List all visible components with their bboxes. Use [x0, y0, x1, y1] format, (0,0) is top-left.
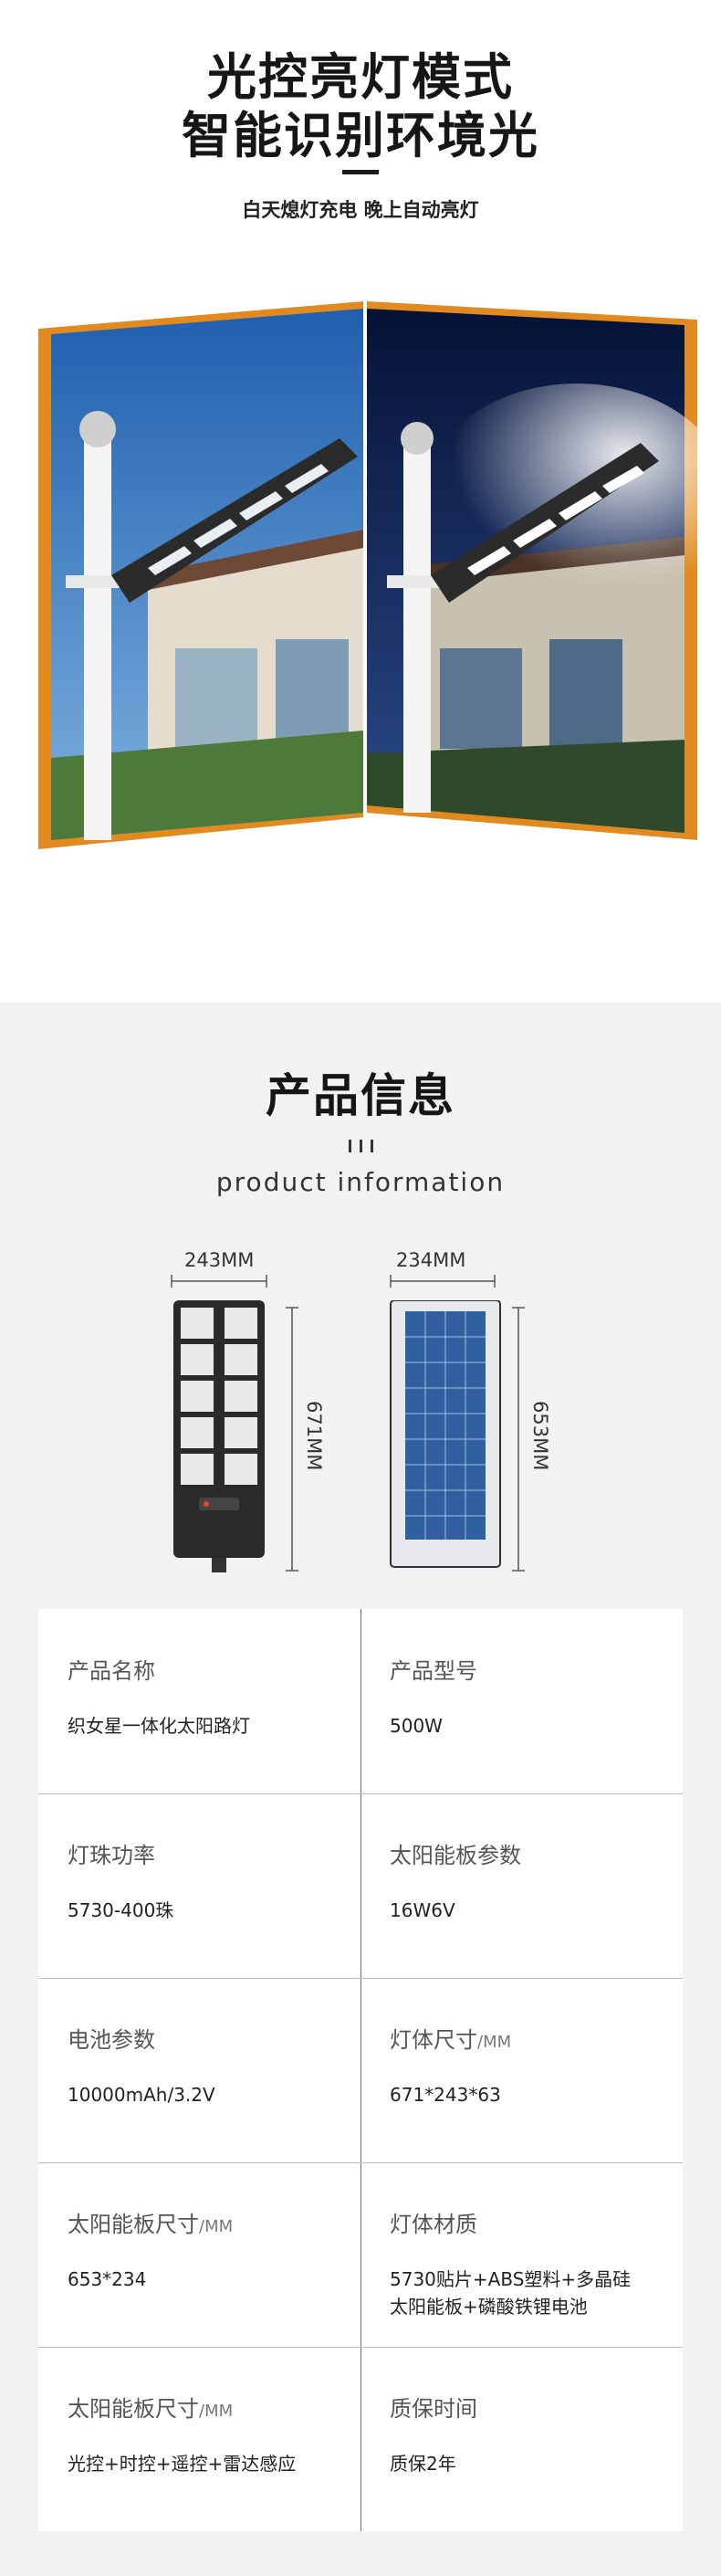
hero-title-line2: 智能识别环境光: [182, 107, 539, 164]
spec-label: 太阳能板参数: [390, 1843, 521, 1868]
table-row-divider: [38, 1793, 683, 1794]
spec-cell-panel-size: 太阳能板尺寸/MM 653*234: [38, 2162, 360, 2347]
spec-label: 灯体材质: [390, 2212, 477, 2237]
back-solar-panel-image: [390, 1300, 501, 1568]
light-control-section: 光控亮灯模式 智能识别环境光 白天熄灯充电 晚上自动亮灯: [0, 0, 721, 1003]
spec-value: 500W: [390, 1715, 443, 1737]
table-row-divider: [38, 2162, 683, 2163]
title-divider: [342, 170, 379, 174]
day-panel-label: 白天光能充电: [112, 860, 288, 895]
spec-value: 671*243*63: [390, 2084, 501, 2106]
spec-value: 织女星一体化太阳路灯: [68, 1715, 250, 1737]
back-height-dimension-line: [512, 1307, 525, 1572]
front-height-dimension-line: [286, 1307, 298, 1572]
spec-label: 产品型号: [390, 1658, 477, 1684]
specs-table: 产品名称 织女星一体化太阳路灯 产品型号 500W 灯珠功率 5730-400珠…: [38, 1609, 683, 2531]
spec-cell-solar-params: 太阳能板参数 16W6V: [360, 1793, 683, 1978]
night-panel-label: 夜晚自动亮灯: [444, 860, 620, 895]
table-column-divider: [360, 1609, 361, 2531]
spec-value: 10000mAh/3.2V: [68, 2084, 215, 2106]
spec-value: 5730-400珠: [68, 1899, 174, 1921]
table-row-divider: [38, 2347, 683, 2348]
spec-label: 灯珠功率: [68, 1843, 155, 1868]
hero-subtitle: 白天熄灯充电 晚上自动亮灯: [242, 199, 479, 221]
spec-cell-warranty: 质保时间 质保2年: [360, 2347, 683, 2531]
spec-label: 电池参数: [68, 2027, 155, 2053]
hero-title-line1: 光控亮灯模式: [207, 48, 514, 106]
title-tick-marks: [345, 1140, 378, 1152]
spec-value: 光控+时控+遥控+雷达感应: [68, 2453, 297, 2475]
front-height-label: 671MM: [303, 1401, 325, 1471]
spec-cell-led-power: 灯珠功率 5730-400珠: [38, 1793, 360, 1978]
spec-value: 质保2年: [390, 2453, 456, 2475]
spec-value: 653*234: [68, 2268, 147, 2290]
product-information-section: 产品信息 product information 243MM 671MM 234…: [0, 1003, 721, 2576]
spec-label: 太阳能板尺寸/MM: [68, 2396, 234, 2422]
spec-cell-control-mode: 太阳能板尺寸/MM 光控+时控+遥控+雷达感应: [38, 2347, 360, 2531]
back-width-label: 234MM: [396, 1249, 466, 1271]
night-lighting-panel: 夜晚自动亮灯: [367, 301, 697, 922]
table-row-divider: [38, 1978, 683, 1979]
back-height-label: 653MM: [529, 1401, 551, 1471]
spec-label: 产品名称: [68, 1658, 155, 1684]
spec-label: 灯体尺寸/MM: [390, 2027, 512, 2053]
front-width-label: 243MM: [184, 1249, 255, 1271]
info-title: 产品信息: [266, 1069, 455, 1122]
front-width-dimension-line: [171, 1275, 267, 1288]
night-scene-image: [367, 301, 697, 840]
day-charging-panel: 白天光能充电: [38, 301, 363, 922]
spec-value: 16W6V: [390, 1899, 455, 1921]
spec-cell-body-size: 灯体尺寸/MM 671*243*63: [360, 1978, 683, 2162]
day-scene-image: [38, 301, 363, 849]
front-lamp-image: [173, 1300, 265, 1572]
back-width-dimension-line: [390, 1275, 496, 1288]
spec-label: 太阳能板尺寸/MM: [68, 2212, 234, 2237]
spec-cell-product-model: 产品型号 500W: [360, 1609, 683, 1793]
spec-value: 5730贴片+ABS塑料+多晶硅 太阳能板+磷酸铁锂电池: [390, 2268, 632, 2318]
info-subtitle: product information: [215, 1167, 506, 1197]
spec-label: 质保时间: [390, 2396, 477, 2422]
spec-cell-battery: 电池参数 10000mAh/3.2V: [38, 1978, 360, 2162]
spec-cell-body-material: 灯体材质 5730贴片+ABS塑料+多晶硅 太阳能板+磷酸铁锂电池: [360, 2162, 683, 2347]
spec-cell-product-name: 产品名称 织女星一体化太阳路灯: [38, 1609, 360, 1793]
